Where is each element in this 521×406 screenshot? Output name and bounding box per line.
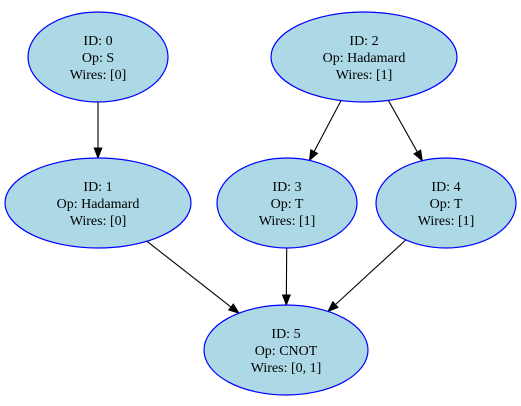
arrowhead [327, 300, 339, 313]
node-wires-label: Wires: [0, 1] [251, 361, 322, 376]
node-ellipse [4, 157, 192, 249]
node-id-label: ID: 3 [272, 180, 301, 195]
node-op-label: Op: CNOT [255, 344, 318, 359]
node-op-label: Op: T [271, 197, 304, 212]
node-op-label: Op: S [82, 51, 114, 66]
node-3: ID: 3 Op: T Wires: [1] [216, 157, 358, 249]
node-op-label: Op: Hadamard [57, 197, 140, 212]
edge-line [313, 100, 342, 152]
node-id-label: ID: 5 [271, 327, 300, 342]
edge-4-5 [327, 239, 407, 313]
arrowhead [413, 149, 423, 162]
edge-2-3 [308, 100, 342, 162]
edge-1-5 [146, 240, 241, 315]
node-wires-label: Wires: [1] [336, 68, 393, 83]
node-5: ID: 5 Op: CNOT Wires: [0, 1] [203, 304, 369, 396]
arrowhead [308, 148, 319, 162]
node-id-label: ID: 0 [83, 34, 112, 49]
arrowhead [93, 147, 103, 160]
edge-3-5 [281, 247, 291, 307]
node-wires-label: Wires: [0] [70, 68, 127, 83]
edge-0-1 [93, 102, 103, 160]
edges-layer [93, 100, 423, 315]
node-4: ID: 4 Op: T Wires: [1] [375, 157, 517, 249]
node-0: ID: 0 Op: S Wires: [0] [27, 11, 169, 103]
node-op-label: Op: T [430, 197, 463, 212]
arrowhead [281, 294, 291, 307]
edge-line [335, 239, 407, 306]
edge-line [146, 240, 232, 308]
node-wires-label: Wires: [1] [418, 214, 475, 229]
edge-2-4 [387, 100, 423, 162]
node-wires-label: Wires: [1] [259, 214, 316, 229]
node-ellipse [216, 157, 358, 249]
arrowhead [227, 303, 241, 315]
node-ellipse [270, 11, 458, 103]
node-ellipse [27, 11, 169, 103]
node-id-label: ID: 1 [83, 180, 112, 195]
node-ellipse [203, 304, 369, 396]
node-ellipse [375, 157, 517, 249]
node-id-label: ID: 4 [431, 180, 460, 195]
edge-line [387, 100, 418, 153]
node-id-label: ID: 2 [349, 34, 378, 49]
node-op-label: Op: Hadamard [323, 51, 406, 66]
node-wires-label: Wires: [0] [70, 214, 127, 229]
